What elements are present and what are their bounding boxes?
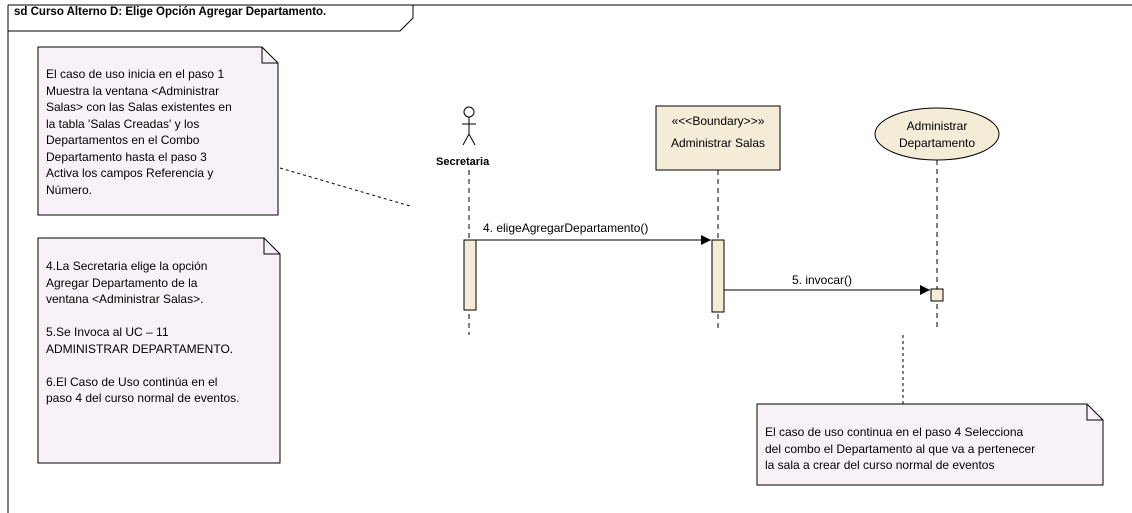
note-2-text: 4.La Secretaria elige la opción Agregar … <box>46 259 240 405</box>
actor-figure <box>462 106 476 146</box>
frame-tab <box>8 5 414 32</box>
control-activation <box>930 288 944 302</box>
boundary-activation <box>711 239 725 313</box>
note-1 <box>37 46 279 216</box>
control-name-line1: Administrar <box>906 119 968 133</box>
boundary-box <box>655 105 781 171</box>
note-1-text: El caso de uso inicia en el paso 1 Muest… <box>46 67 232 197</box>
actor-activation <box>463 239 477 311</box>
note-3 <box>756 403 1104 486</box>
control-ellipse <box>874 107 1000 161</box>
message-5-label: 5. invocar() <box>792 273 853 287</box>
frame-title: sd Curso Alterno D: Elige Opción Agregar… <box>14 6 327 18</box>
control-name-line2: Departamento <box>898 136 976 150</box>
boundary-stereotype: «<<Boundary>>» <box>671 114 765 128</box>
boundary-name: Administrar Salas <box>670 136 766 150</box>
message-4-label: 4. eligeAgregarDepartamento() <box>483 221 649 235</box>
note-2 <box>37 237 281 464</box>
note-1-connector <box>279 167 411 207</box>
note-3-text: El caso de uso continua en el paso 4 Sel… <box>765 425 1036 472</box>
frame <box>7 4 1132 513</box>
actor-name: Secretaria <box>436 156 490 168</box>
